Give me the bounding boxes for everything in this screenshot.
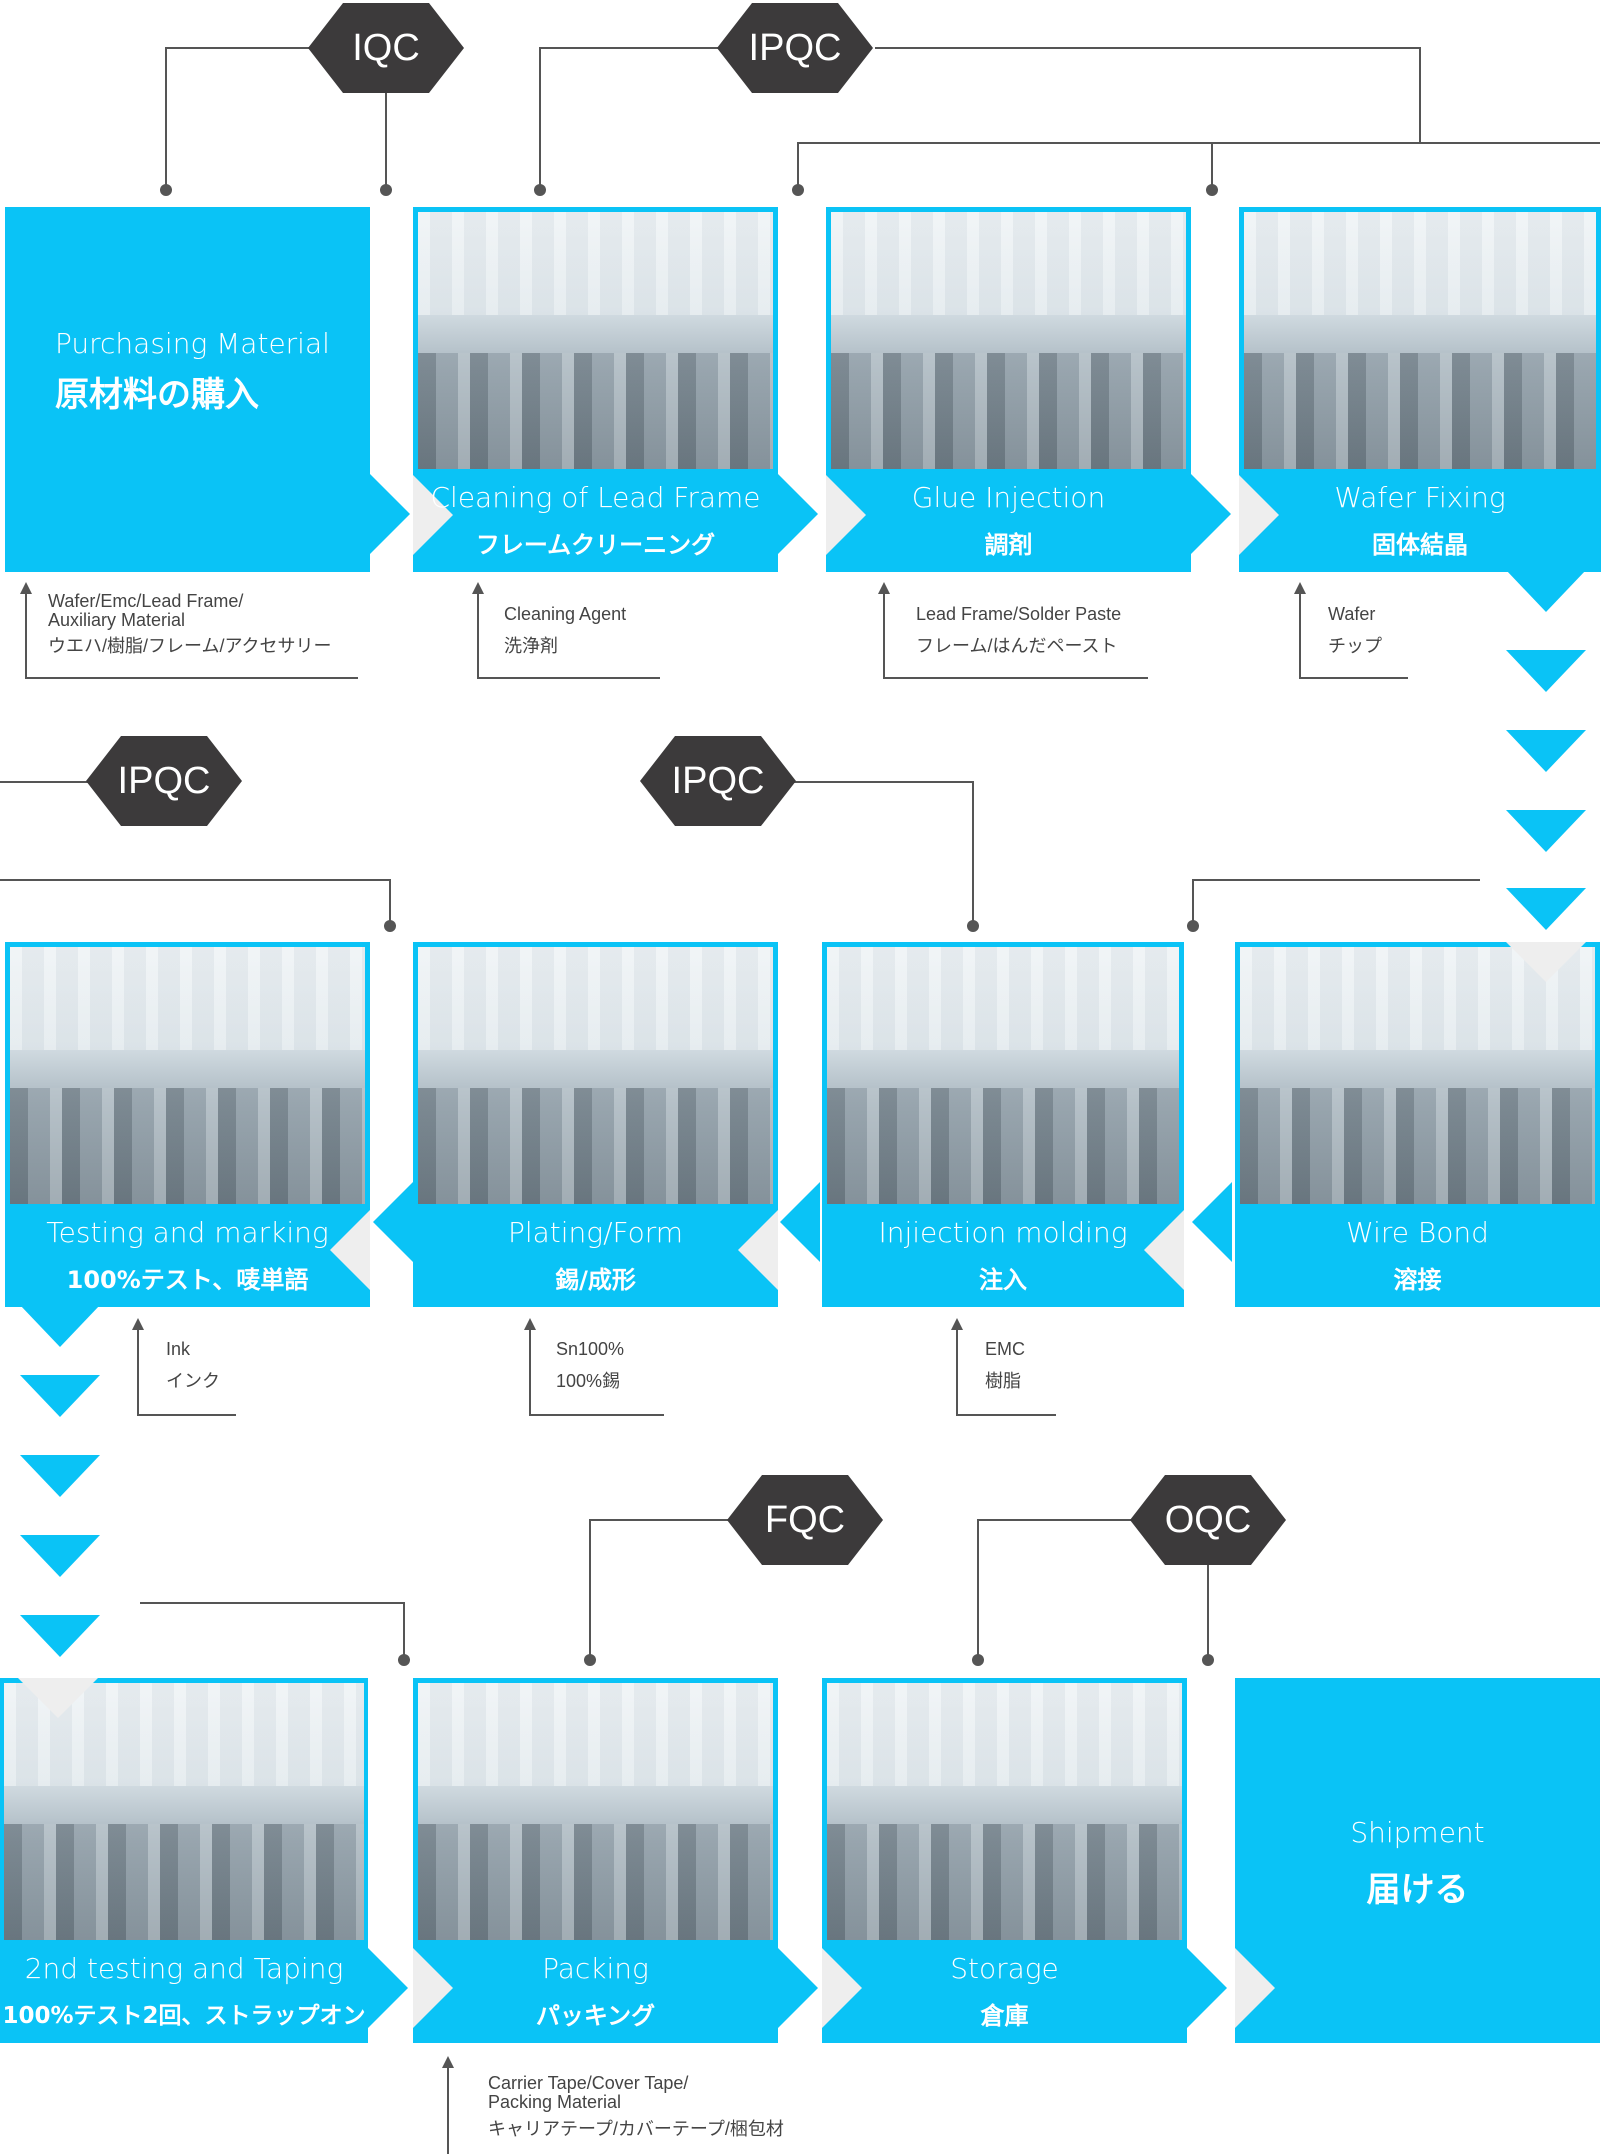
qc-label: IPQC: [671, 760, 765, 802]
ipqc-mid-center-diamond: IPQC: [640, 736, 796, 826]
step-subtitle: 錫/成形: [555, 1266, 636, 1294]
step-title: Cleaning of Lead Frame: [430, 481, 761, 514]
diamond-shape: [717, 3, 873, 93]
qc-label: IPQC: [748, 27, 842, 69]
step-plating-form: Plating/Form 錫/成形: [413, 942, 778, 1307]
step-subtitle: 100%テスト2回、ストラップオン: [2, 2003, 366, 2029]
chevron-down-icon: [18, 1678, 98, 1718]
photo-warehouse: [827, 1683, 1182, 1940]
ipqc-top-diamond: IPQC: [717, 3, 873, 93]
step-cleaning-lead-frame: Cleaning of Lead Frame フレームクリーニング: [413, 207, 778, 572]
step-title: Purchasing Material: [55, 327, 330, 360]
step-title: Injiection molding: [878, 1216, 1128, 1249]
step-subtitle: 原材料の購入: [55, 375, 259, 415]
diamond-shape: [640, 736, 796, 826]
chevron-right-icon: [370, 474, 410, 554]
step-testing-marking: Testing and marking 100%テスト、唛単語: [5, 942, 370, 1307]
material-emc: EMC 樹脂: [985, 1339, 1025, 1391]
step-subtitle: パッキング: [535, 2002, 656, 2030]
chevron-right-icon: [1239, 475, 1279, 555]
diamond-shape: [1130, 1475, 1286, 1565]
chevron-left-icon: [1192, 1182, 1232, 1262]
step-subtitle: 注入: [979, 1266, 1027, 1294]
chevron-right-icon: [1235, 1948, 1275, 2028]
step-title: Wafer Fixing: [1334, 481, 1506, 514]
diamond-shape: [727, 1475, 883, 1565]
chevron-right-icon: [368, 1948, 408, 2028]
step-2nd-testing-taping: 2nd testing and Taping 100%テスト2回、ストラップオン: [0, 1678, 368, 2043]
chevron-left-icon: [1144, 1210, 1184, 1290]
step-packing: Packing パッキング: [413, 1678, 778, 2043]
material-wafer: Wafer チップ: [1328, 604, 1382, 656]
material-purchasing: Wafer/Emc/Lead Frame/ Auxiliary Material…: [48, 591, 332, 656]
chevron-right-icon: [778, 474, 818, 554]
step-subtitle: 100%テスト、唛単語: [66, 1266, 309, 1294]
step-title: Testing and marking: [46, 1216, 329, 1249]
photo-factory: [4, 1683, 364, 1940]
diamond-shape: [86, 736, 242, 826]
photo-factory: [10, 947, 365, 1204]
photo-factory: [418, 947, 773, 1204]
step-title: Packing: [542, 1952, 649, 1985]
photo-factory: [827, 947, 1179, 1204]
step-subtitle: 倉庫: [980, 2002, 1029, 2030]
ipqc-mid-left-diamond: IPQC: [86, 736, 242, 826]
step-subtitle: 固体結晶: [1372, 531, 1468, 559]
material-packing: Carrier Tape/Cover Tape/ Packing Materia…: [488, 2073, 784, 2139]
chevron-left-icon: [738, 1210, 778, 1290]
chevron-right-icon: [413, 1948, 453, 2028]
material-ink: Ink インク: [166, 1339, 220, 1391]
step-title: Glue Injection: [911, 481, 1106, 514]
material-glue: Lead Frame/Solder Paste フレーム/はんだペースト: [916, 604, 1122, 656]
step-wire-bond: Wire Bond 溶接: [1235, 942, 1600, 1307]
step-storage: Storage 倉庫: [822, 1678, 1187, 2043]
step-glue-injection: Glue Injection 調剤: [826, 207, 1191, 572]
photo-factory: [418, 1683, 773, 1940]
qc-label: IPQC: [117, 760, 211, 802]
chevron-left-icon: [330, 1210, 370, 1290]
oqc-diamond: OQC: [1130, 1475, 1286, 1565]
step-title: Storage: [950, 1952, 1059, 1985]
step-title: Shipment: [1350, 1816, 1485, 1849]
step-title: Plating/Form: [507, 1216, 684, 1249]
chevron-right-icon: [413, 475, 453, 555]
iqc-diamond: IQC: [308, 3, 464, 93]
chevron-right-icon: [1187, 1948, 1227, 2028]
qc-label: OQC: [1164, 1499, 1252, 1541]
chevron-left-icon: [373, 1182, 413, 1262]
photo-factory: [831, 212, 1186, 469]
qc-label: IQC: [352, 27, 420, 69]
photo-factory: [1244, 212, 1596, 469]
chevron-right-icon: [778, 1948, 818, 2028]
step-wafer-fixing: Wafer Fixing 固体結晶: [1239, 207, 1601, 572]
chevron-right-icon: [822, 1948, 862, 2028]
step-title: 2nd testing and Taping: [24, 1952, 344, 1985]
fqc-diamond: FQC: [727, 1475, 883, 1565]
step-subtitle: フレームクリーニング: [475, 531, 716, 559]
step-subtitle: 調剤: [984, 531, 1033, 559]
step-injection-molding: Injiection molding 注入: [822, 942, 1184, 1307]
material-tin: Sn100% 100%錫: [556, 1339, 625, 1391]
step-subtitle: 溶接: [1393, 1266, 1442, 1294]
chevron-down-icon: [1506, 942, 1586, 982]
step-shipment: Shipment 届ける: [1235, 1678, 1600, 2043]
photo-factory: [418, 212, 773, 469]
step-purchasing-material: Purchasing Material 原材料の購入: [5, 207, 370, 572]
step-subtitle: 届ける: [1366, 1870, 1469, 1910]
material-cleaning: Cleaning Agent 洗浄剤: [504, 604, 627, 656]
step-title: Wire Bond: [1346, 1216, 1489, 1249]
chevron-left-icon: [780, 1182, 820, 1262]
chevron-right-icon: [1191, 474, 1231, 554]
diamond-shape: [308, 3, 464, 93]
qc-label: FQC: [764, 1499, 846, 1541]
photo-factory: [1240, 947, 1595, 1204]
chevron-right-icon: [826, 475, 866, 555]
